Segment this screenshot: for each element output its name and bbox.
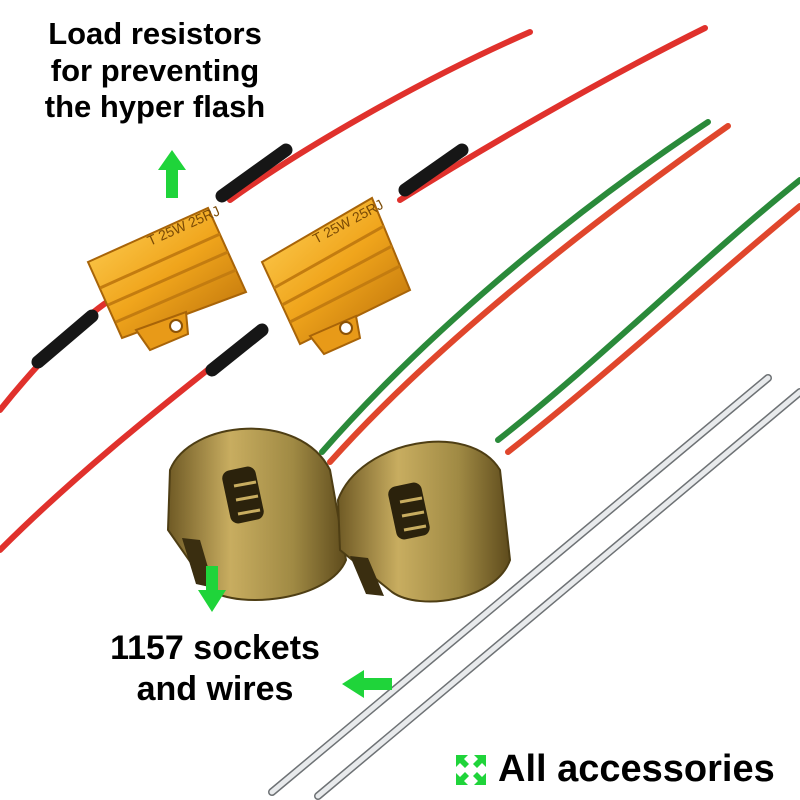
caption-line: for preventing <box>50 52 260 88</box>
socket-caption: 1157 sockets and wires <box>90 628 340 710</box>
accessories-caption: All accessories <box>454 748 775 791</box>
arrow-down-icon <box>198 566 226 612</box>
socket-wires <box>319 119 800 465</box>
accessories-label: All accessories <box>498 748 775 790</box>
caption-line: 1157 sockets <box>110 629 320 667</box>
white-wires <box>268 374 800 800</box>
resistor-caption: Load resistors for preventing the hyper … <box>30 16 280 126</box>
load-resistor: T 25W 25RJ <box>86 203 248 352</box>
caption-line: the hyper flash <box>44 89 266 125</box>
arrow-left-icon <box>342 670 392 698</box>
bulb-socket <box>336 440 512 603</box>
caption-line: Load resistors <box>48 16 262 51</box>
arrow-up-icon <box>158 150 186 198</box>
expand-arrows-icon <box>456 754 486 785</box>
heat-shrink-sleeves <box>31 143 469 377</box>
caption-line: and wires <box>136 669 294 708</box>
bulb-socket <box>166 427 348 601</box>
load-resistor: T 25W 25RJ <box>260 196 412 356</box>
